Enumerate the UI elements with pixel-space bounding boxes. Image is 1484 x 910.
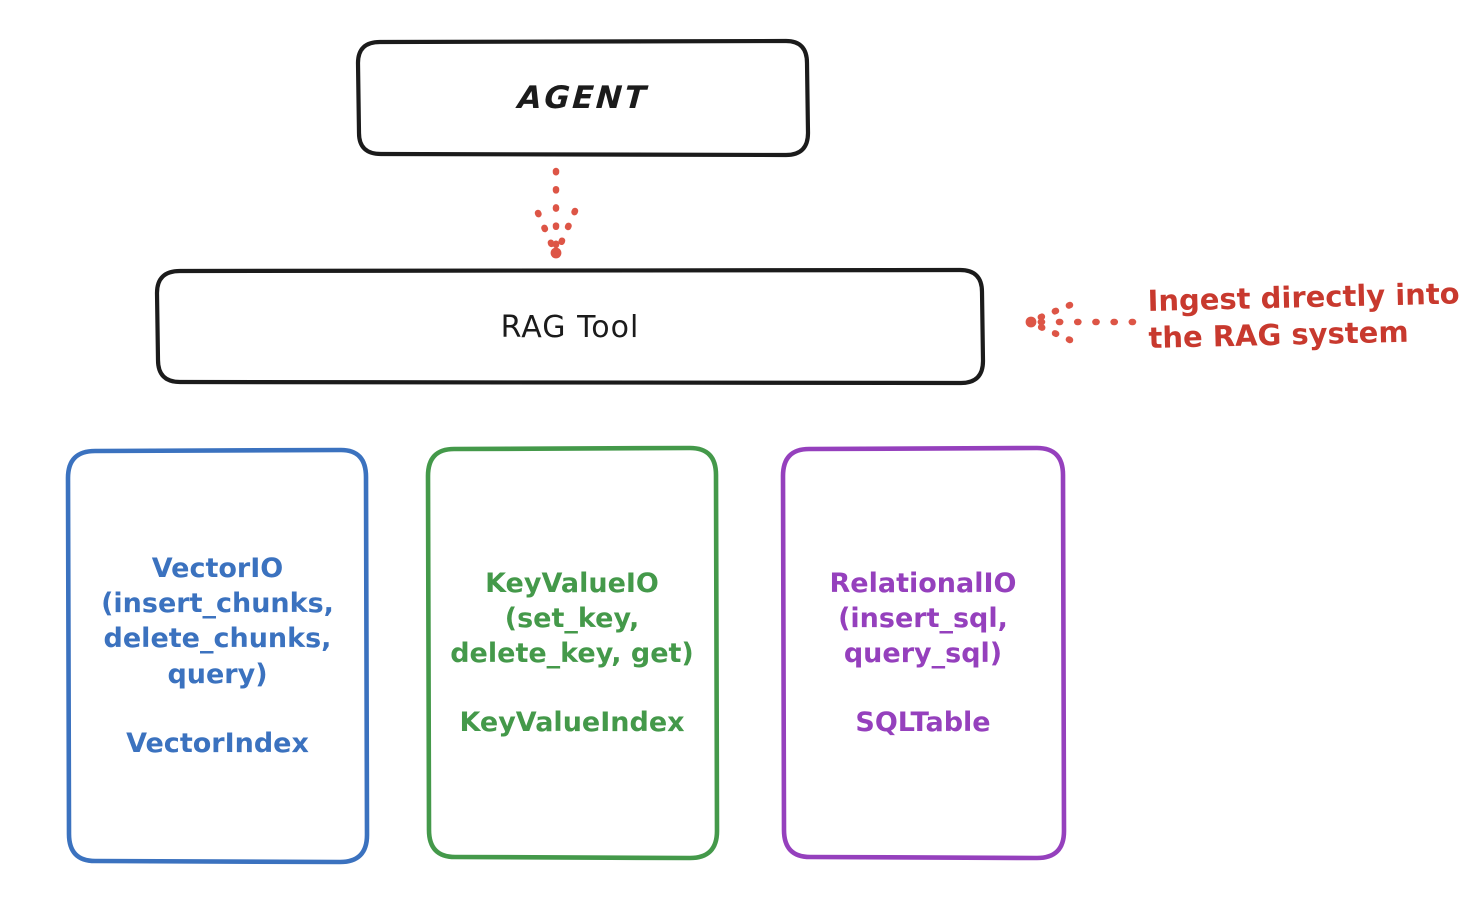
key-value-io-api-label: KeyValueIO (set_key, delete_key, get) bbox=[450, 567, 694, 669]
key-value-io-box-outline bbox=[425, 445, 720, 861]
rag-tool-box-outline bbox=[154, 267, 986, 386]
ingest-arrow bbox=[1025, 301, 1137, 344]
relational-io-box-outline bbox=[780, 445, 1067, 861]
rag-tool-node[interactable]: RAG Tool bbox=[157, 270, 983, 384]
relational-io-index-label: SQLTable bbox=[855, 707, 991, 739]
agent-node[interactable]: AGENT bbox=[358, 40, 808, 156]
agent-to-rag-tool-arrow bbox=[534, 167, 579, 259]
vector-io-index-label: VectorIndex bbox=[126, 727, 309, 759]
relational-io-api-label: RelationalIO (insert_sql, query_sql) bbox=[829, 567, 1017, 669]
agent-box-outline bbox=[355, 38, 811, 158]
relational-io-node[interactable]: RelationalIO (insert_sql, query_sql) SQL… bbox=[783, 448, 1063, 858]
vector-io-api-label: VectorIO (insert_chunks, delete_chunks, … bbox=[101, 553, 334, 690]
ingest-annotation-text: Ingest directly into the RAG system bbox=[1147, 276, 1461, 356]
vector-io-node[interactable]: VectorIO (insert_chunks, delete_chunks, … bbox=[68, 450, 367, 862]
key-value-io-index-label: KeyValueIndex bbox=[459, 707, 685, 739]
agent-node-label: AGENT bbox=[516, 80, 650, 116]
key-value-io-node[interactable]: KeyValueIO (set_key, delete_key, get) Ke… bbox=[428, 448, 716, 858]
vector-io-box-outline bbox=[65, 447, 370, 865]
rag-tool-node-label: RAG Tool bbox=[500, 309, 640, 345]
